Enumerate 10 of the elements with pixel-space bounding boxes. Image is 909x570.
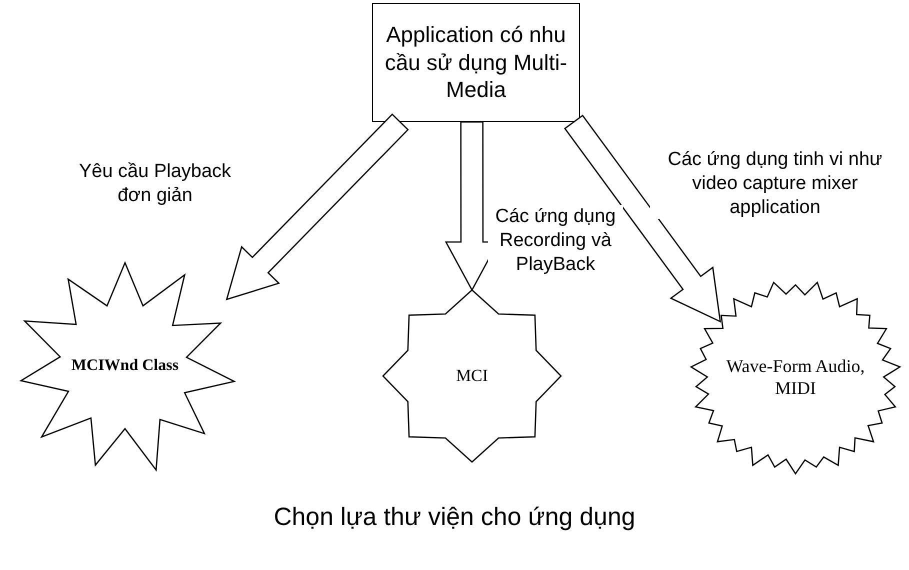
node-text: MCI xyxy=(454,365,490,387)
edge-label: Các ứng dụng Recording và PlayBack xyxy=(488,205,623,276)
node-text: Application có nhu cầu sử dụng Multi-Media xyxy=(384,21,568,104)
block-arrow xyxy=(564,114,722,323)
node-text: Wave-Form Audio, MIDI xyxy=(725,354,866,400)
block-arrow xyxy=(226,113,409,300)
caption: Chọn lựa thư viện cho ứng dụng xyxy=(272,503,636,532)
process-box xyxy=(372,3,580,122)
node-text: MCIWnd Class xyxy=(70,356,180,376)
star-shape xyxy=(383,290,561,462)
